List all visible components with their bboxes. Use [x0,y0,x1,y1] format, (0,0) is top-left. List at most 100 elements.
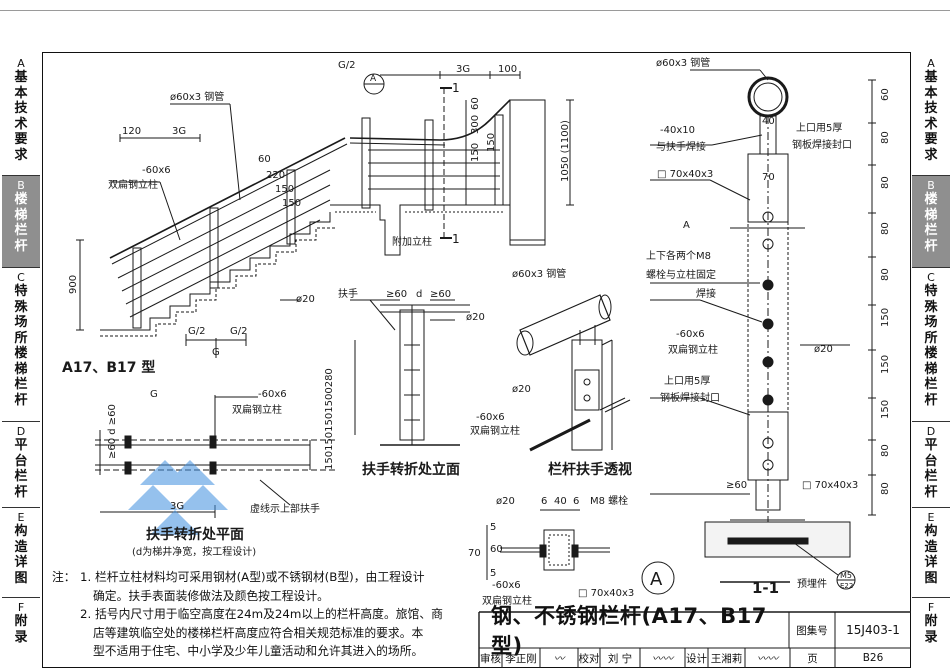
review-label: 审核 [480,652,501,665]
elev-rod: ø20 [296,294,315,305]
design-notes: 注： 1. 栏杆立柱材料均可采用钢材(A型)或不锈钢材(B型)，由工程设计 确定。… [52,568,482,661]
turn-dims-left: 1501501501500280 [324,368,335,470]
turn-flat-desc: 双扁钢立柱 [470,424,520,437]
s11-embed-mark: M5 [840,571,852,580]
sec-dim-60: 60 [470,97,481,110]
s11-weld: 焊接 [696,287,716,300]
title-block: 钢、不锈钢栏杆(A17、B17型) 图集号 15J403-1 审核 李正刚 〰 … [479,604,911,668]
note-1b: 确定。扶手表面装修做法及颜色按工程设计。 [93,588,329,603]
plan-3g: 3G [170,501,184,512]
s11-70: 70 [762,172,775,183]
plan-flat: -60x6 [258,389,287,400]
sec-100: 100 [498,64,517,75]
s11-bolt-a: 上下各两个M8 [646,249,711,262]
s11-cap1: 上口用5厚 [796,122,842,134]
sec-g2: G/2 [338,60,355,71]
check-label: 校对 [578,652,600,665]
tab-label: 附录 [924,614,938,645]
detail-6b: 6 [573,496,579,507]
detail-mark: A [650,569,663,590]
tab-label: 楼梯栏杆 [14,192,28,254]
reviewer-signature: 〰 [553,652,565,665]
perspective-view [516,294,631,452]
note-1a: 1. 栏杆立柱材料均可采用钢材(A型)或不锈钢材(B型)，由工程设计 [80,570,425,584]
elev-post-desc: 双扁钢立柱 [108,178,158,191]
page-label: 页 [807,652,818,665]
s11-right-dim: 150 [880,355,891,374]
turn-d2: ≥60 [430,289,451,300]
detail-flat: -60x6 [492,580,521,591]
plan-title: 扶手转折处平面 [146,526,244,543]
elev-g2b: G/2 [230,326,247,337]
sec-cut-bottom: 1 [452,232,460,246]
sec-extra-post: 附加立柱 [392,235,432,248]
s11-right-dim: 80 [880,176,891,189]
s11-right-dim: 80 [880,482,891,495]
elev-dim-120: 120 [122,126,141,137]
s11-tube: □ 70x40x3 [657,169,713,180]
detail-5b: 5 [490,568,496,579]
tab-label: 构造详图 [14,524,28,586]
elev-dim-150b: 150 [282,198,301,209]
section-1-1 [650,69,876,590]
s11-cap1-b: 钢板焊接封口 [792,138,852,151]
tab-label: 平台栏杆 [924,438,938,500]
elev-dim-3g: 3G [172,126,186,137]
elev-g2a: G/2 [188,326,205,337]
elev-dim-60: 60 [258,154,271,165]
s11-bolt-b: 螺栓与立柱固定 [646,268,716,281]
detail-post: 双扁钢立柱 [482,594,532,607]
s11-right-dim: 60 [880,88,891,101]
s11-right-dim: 150 [880,400,891,419]
elev-g: G [212,347,220,358]
s11-right-dim: 80 [880,131,891,144]
drawing-title: 钢、不锈钢栏杆(A17、B17型) [491,604,767,658]
tab-label: 构造详图 [924,524,938,586]
elev-dim-220: 220 [266,170,285,181]
detail-40: 40 [554,496,567,507]
turn-rod: ø20 [466,312,485,323]
s11-cap2-b: 钢板焊接封口 [660,391,720,404]
s11-flat2: -60x6 [676,329,705,340]
plan-dims: ≥60 d ≥60 [107,404,118,459]
elev-pipe-label: ø60x3 钢管 [170,90,224,103]
reviewer-name: 李正刚 [505,652,537,665]
s11-flat2-desc: 双扁钢立柱 [668,343,718,356]
turn-plan [95,395,335,518]
detail-rod: ø20 [496,496,515,507]
sec-dim-150b: 150 [486,133,497,152]
atlas-label: 图集号 [796,624,828,637]
page-number: B26 [862,652,884,664]
sec-dim-300: 300 [470,115,481,134]
s11-right-dim: 80 [880,444,891,457]
turn-d: d [416,289,422,300]
checker-name: 刘 宁 [607,652,633,665]
turn-elev-title: 扶手转折处立面 [362,461,460,478]
plan-dashed-note: 虚线示上部扶手 [250,502,320,515]
notes-lead: 注： [52,570,76,584]
s11-pipe: ø60x3 钢管 [656,56,710,69]
note-2b: 店等建筑临空处的楼梯栏杆高度应符合相关规范标准的要求。本 [93,625,424,640]
detail-70: 70 [468,548,481,559]
drawing-frame [42,52,911,668]
tab-label: 特殊场所楼梯栏杆 [14,284,28,408]
s11-40: 40 [762,116,775,127]
turn-elevation [350,299,470,446]
s11-embed-sub: E22 [840,582,853,590]
s11-tube2: □ 70x40x3 [802,480,858,491]
s11-flat1: -40x10 [660,125,695,136]
